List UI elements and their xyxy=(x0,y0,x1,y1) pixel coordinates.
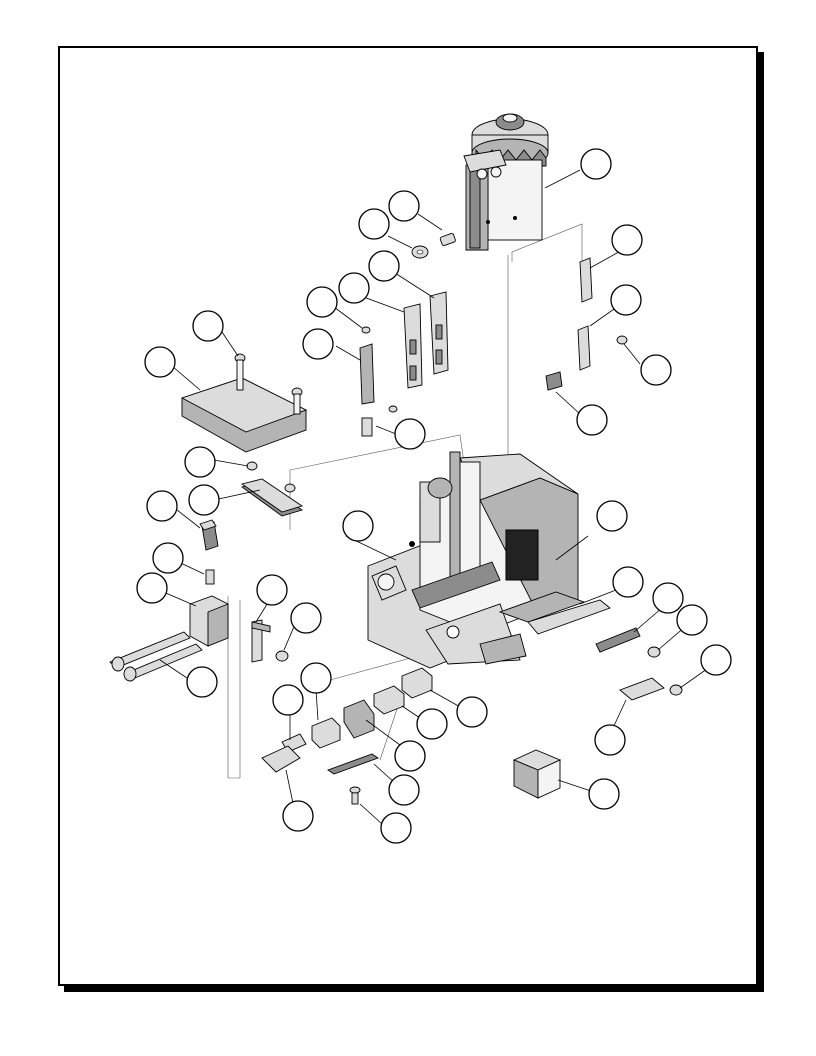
callout-balloon xyxy=(394,418,426,450)
callout-balloon xyxy=(388,774,420,806)
motor-dial-assembly xyxy=(463,113,549,251)
callout-balloon xyxy=(306,286,338,318)
callout-balloon xyxy=(184,446,216,478)
callout-balloon xyxy=(290,602,322,634)
callout-balloon xyxy=(272,684,304,716)
callout-balloon xyxy=(300,662,332,694)
callout-balloon xyxy=(338,272,370,304)
callout-balloon xyxy=(368,250,400,282)
callout-balloon xyxy=(610,284,642,316)
callout-balloon xyxy=(342,510,374,542)
side-bracket xyxy=(251,619,289,663)
callout-balloon xyxy=(188,484,220,516)
top-cover-plate xyxy=(180,353,308,453)
main-housing xyxy=(367,451,579,669)
callout-balloon xyxy=(388,190,420,222)
callout-balloon xyxy=(256,574,288,606)
callout-balloon xyxy=(676,604,708,636)
callout-balloon xyxy=(596,500,628,532)
callout-balloon xyxy=(576,404,608,436)
right-pins xyxy=(545,257,628,391)
callout-balloon xyxy=(652,582,684,614)
callout-balloon xyxy=(302,328,334,360)
callout-balloon xyxy=(192,310,224,342)
right-slide xyxy=(498,591,683,701)
cube-part xyxy=(512,749,562,799)
callout-balloon xyxy=(144,346,176,378)
callout-balloon xyxy=(611,224,643,256)
callout-balloon xyxy=(186,666,218,698)
callout-balloon xyxy=(146,490,178,522)
blade-bars xyxy=(359,291,449,437)
callout-balloon xyxy=(152,542,184,574)
callout-balloon xyxy=(588,778,620,810)
callout-balloon xyxy=(580,148,612,180)
callout-balloon xyxy=(282,800,314,832)
callout-balloon xyxy=(612,566,644,598)
callout-balloon xyxy=(136,572,168,604)
lower-blocks xyxy=(261,667,433,805)
nut-and-pin-top xyxy=(411,233,456,259)
callout-balloon xyxy=(456,696,488,728)
callout-balloon xyxy=(358,208,390,240)
callout-balloons xyxy=(136,148,732,844)
callout-balloon xyxy=(594,724,626,756)
callout-balloon xyxy=(700,644,732,676)
guide-rail xyxy=(240,461,304,517)
callout-balloon xyxy=(380,812,412,844)
callout-balloon xyxy=(394,740,426,772)
callout-balloon xyxy=(416,708,448,740)
callout-balloon xyxy=(640,354,672,386)
